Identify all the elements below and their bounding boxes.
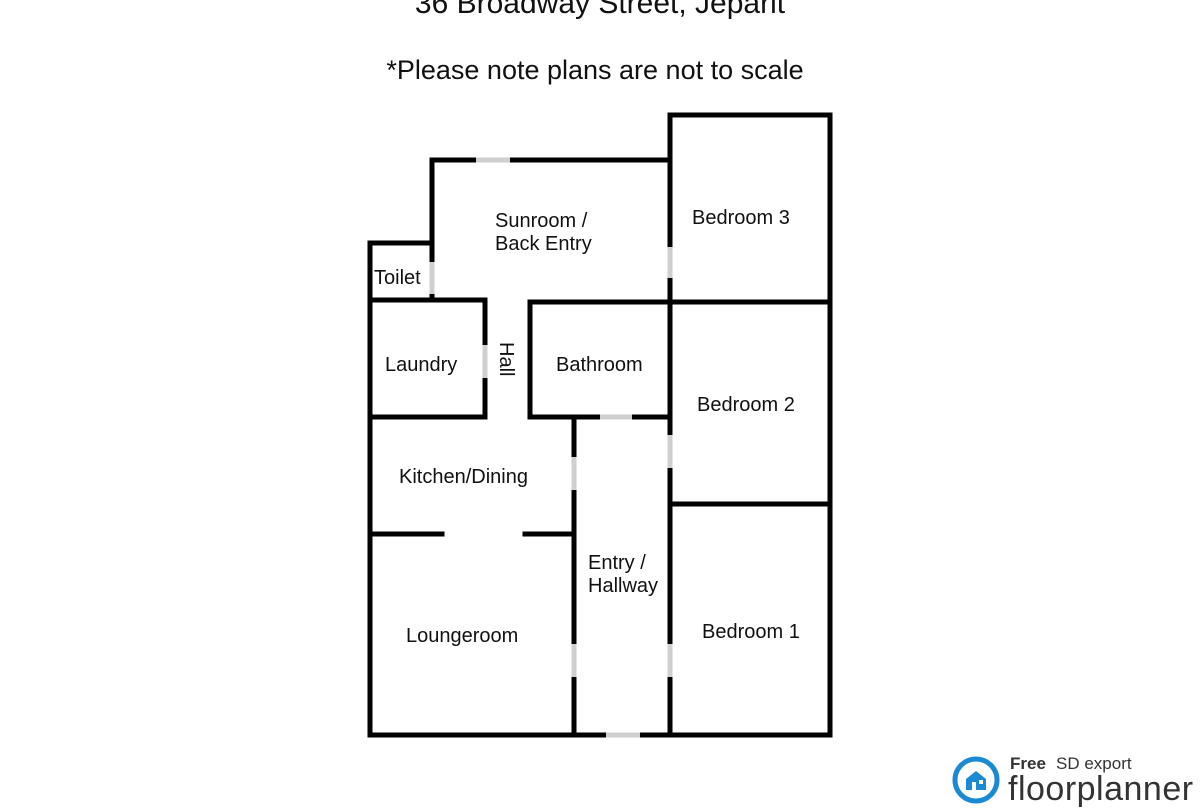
room-labels: Sunroom / Back Entry Bedroom 3 Toilet La… xyxy=(374,207,800,647)
floorplanner-house-icon xyxy=(952,756,1000,804)
badge-export-label: SD export xyxy=(1056,754,1132,773)
sunroom-label-line2: Back Entry xyxy=(495,233,592,255)
sunroom-label-line1: Sunroom / xyxy=(495,210,588,232)
bedroom1-label: Bedroom 1 xyxy=(702,621,800,643)
openings xyxy=(429,157,673,738)
plan-title: 36 Broadway Street, Jeparit xyxy=(414,0,786,20)
kitchen-dining-label: Kitchen/Dining xyxy=(399,466,528,488)
toilet-label: Toilet xyxy=(374,267,421,289)
laundry-wall xyxy=(367,297,488,420)
floorplanner-badge[interactable]: Free SD export floorplanner xyxy=(952,752,1193,812)
badge-free-label: Free xyxy=(1010,754,1046,773)
hall-label: Hall xyxy=(495,342,517,376)
bedroom2-label: Bedroom 2 xyxy=(697,394,795,416)
scale-note: *Please note plans are not to scale xyxy=(386,55,804,85)
laundry-label: Laundry xyxy=(385,354,457,376)
bedroom3-wall xyxy=(367,112,833,738)
entry-label-line1: Entry / xyxy=(588,552,646,574)
bedroom3-label: Bedroom 3 xyxy=(692,207,790,229)
entry-label-line2: Hallway xyxy=(588,575,658,597)
badge-brand-name: floorplanner xyxy=(1008,770,1194,808)
loungeroom-label: Loungeroom xyxy=(406,625,518,647)
bathroom-label: Bathroom xyxy=(556,354,643,376)
